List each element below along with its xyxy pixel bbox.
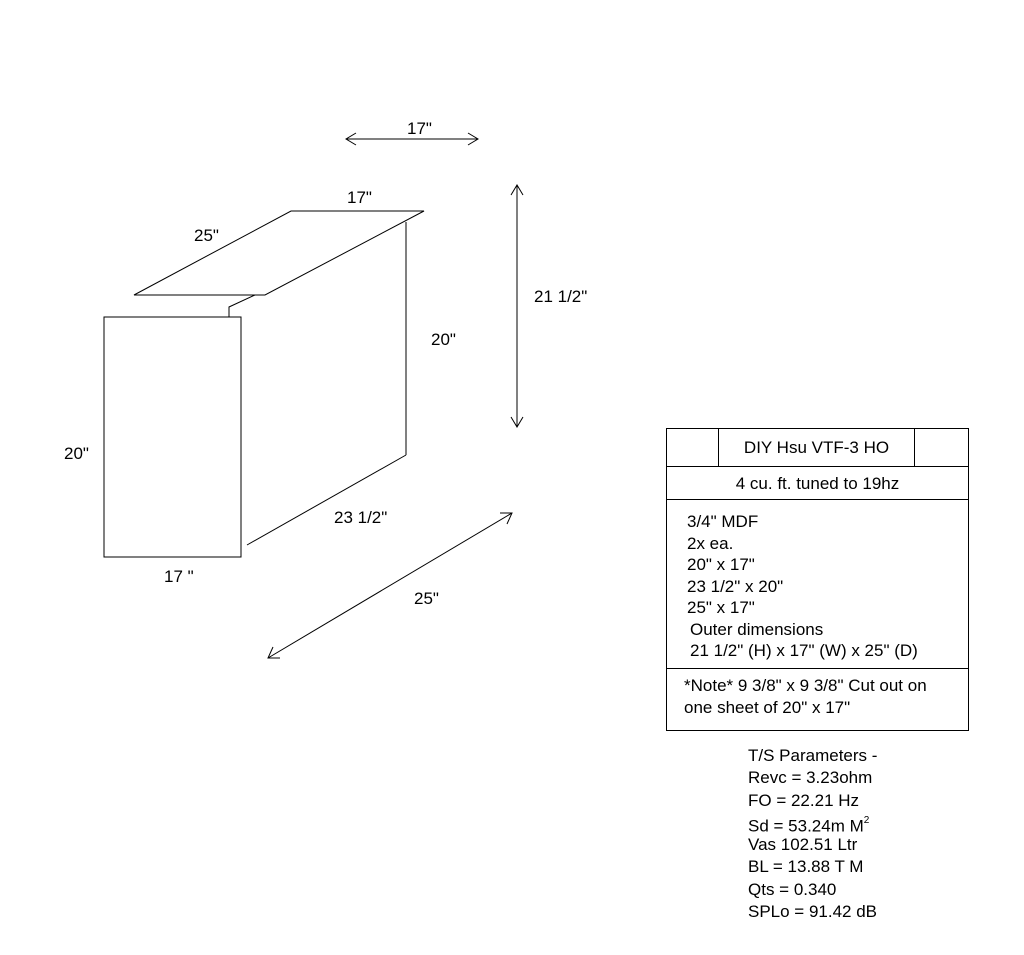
top-inner-edge <box>228 294 256 317</box>
ts-bl: BL = 13.88 T M <box>748 857 864 877</box>
material-line: 20" x 17" <box>687 555 755 574</box>
title-left-cell <box>667 429 719 466</box>
spec-title: DIY Hsu VTF-3 HO <box>743 438 890 457</box>
side-panel-height-label: 20" <box>431 330 456 349</box>
depth-label: 25" <box>414 589 439 608</box>
ts-sd: Sd = 53.24m M2 <box>748 812 877 836</box>
note-line: *Note* 9 3/8" x 9 3/8" Cut out on <box>684 676 927 695</box>
spec-title-row: DIY Hsu VTF-3 HO <box>667 429 968 467</box>
ts-sd-text: Sd = 53.24m M <box>748 816 864 836</box>
material-line: Outer dimensions <box>690 619 824 639</box>
material-line: 3/4" MDF <box>687 512 759 531</box>
material-line: 2x ea. <box>687 533 734 553</box>
top-panel <box>133 210 425 296</box>
ts-sd-superscript: 2 <box>863 814 870 826</box>
material-line: 23 1/2" x 20" <box>687 576 784 596</box>
ts-fo: FO = 22.21 Hz <box>748 790 860 810</box>
material-line: 25" x 17" <box>687 598 755 617</box>
top-panel-depth-label: 25" <box>194 226 219 245</box>
top-panel-width-label: 17" <box>347 188 372 207</box>
ts-revc: Revc = 3.23ohm <box>748 768 873 788</box>
height-label: 21 1/2" <box>534 287 587 306</box>
material-line: 21 1/2" (H) x 17" (W) x 25" (D) <box>690 641 918 660</box>
side-panel-bottom-edge <box>246 454 407 546</box>
depth-dimension-arrow <box>267 512 513 659</box>
ts-heading: T/S Parameters - <box>748 746 878 765</box>
title-right-cell <box>914 429 968 466</box>
spec-table: DIY Hsu VTF-3 HO 4 cu. ft. tuned to 19hz… <box>666 428 969 731</box>
width-dimension-arrow <box>345 132 479 146</box>
ts-splo: SPLo = 91.42 dB <box>748 902 878 922</box>
ts-parameters: T/S Parameters - Revc = 3.23ohm FO = 22.… <box>748 745 877 923</box>
note-line: one sheet of 20" x 17" <box>684 697 851 717</box>
cutout-note: *Note* 9 3/8" x 9 3/8" Cut out on one sh… <box>667 669 968 731</box>
front-panel <box>103 316 242 558</box>
ts-vas: Vas 102.51 Ltr <box>748 835 858 855</box>
front-panel-width-label: 17 " <box>164 567 194 586</box>
side-panel-length-label: 23 1/2" <box>334 508 387 527</box>
front-panel-height-label: 20" <box>64 444 89 463</box>
height-dimension-arrow <box>510 184 524 428</box>
materials-list: 3/4" MDF 2x ea. 20" x 17" 23 1/2" x 20" … <box>667 500 968 669</box>
spec-subtitle: 4 cu. ft. tuned to 19hz <box>667 467 968 500</box>
top-width-label: 17" <box>407 119 432 138</box>
ts-qts: Qts = 0.340 <box>748 879 837 899</box>
